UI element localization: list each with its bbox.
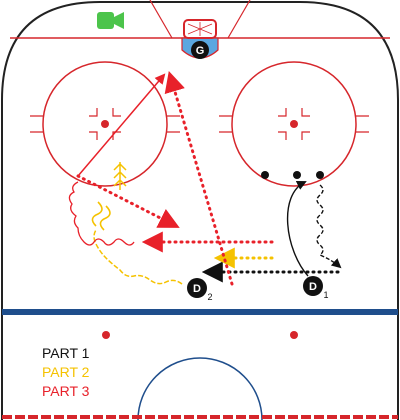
player-d1[interactable]: D 1 [303,276,329,300]
legend-part2: PART 2 [42,364,90,380]
center-ice-circle [137,357,263,420]
part3-skate-line [77,73,166,177]
part2-shot-chevrons [113,162,127,190]
svg-text:D: D [309,281,317,293]
part1-skate-path [286,181,309,277]
puck [293,171,301,179]
part2-puck-carry-path [93,229,183,285]
part3-puck-carry-path [68,181,135,246]
blue-line [2,309,398,315]
svg-text:G: G [196,45,205,57]
puck [316,171,324,179]
legend-part1: PART 1 [42,345,90,361]
trapezoid-line-left [149,0,173,39]
neutral-faceoff-dot-left [102,331,110,339]
legend-part3: PART 3 [42,383,90,399]
svg-text:2: 2 [207,292,212,302]
faceoff-circle-right [219,61,369,187]
trapezoid-line-right [227,0,251,39]
part2-curl-path [91,201,111,231]
part3-pass-line-diagonal [76,174,180,228]
faceoff-circle-left [30,61,180,187]
goalie-marker[interactable]: G [191,41,209,59]
svg-text:1: 1 [323,290,328,300]
neutral-faceoff-dot-right [290,331,298,339]
video-camera-icon[interactable] [97,12,124,29]
puck [261,171,269,179]
goal-net-icon [183,19,217,39]
part1-puck-carry-path [316,184,342,269]
legend: PART 1 PART 2 PART 3 [42,345,90,399]
player-d2[interactable]: D 2 [187,278,213,302]
svg-text:D: D [193,283,201,295]
part3-pass-line-vertical [164,70,234,286]
